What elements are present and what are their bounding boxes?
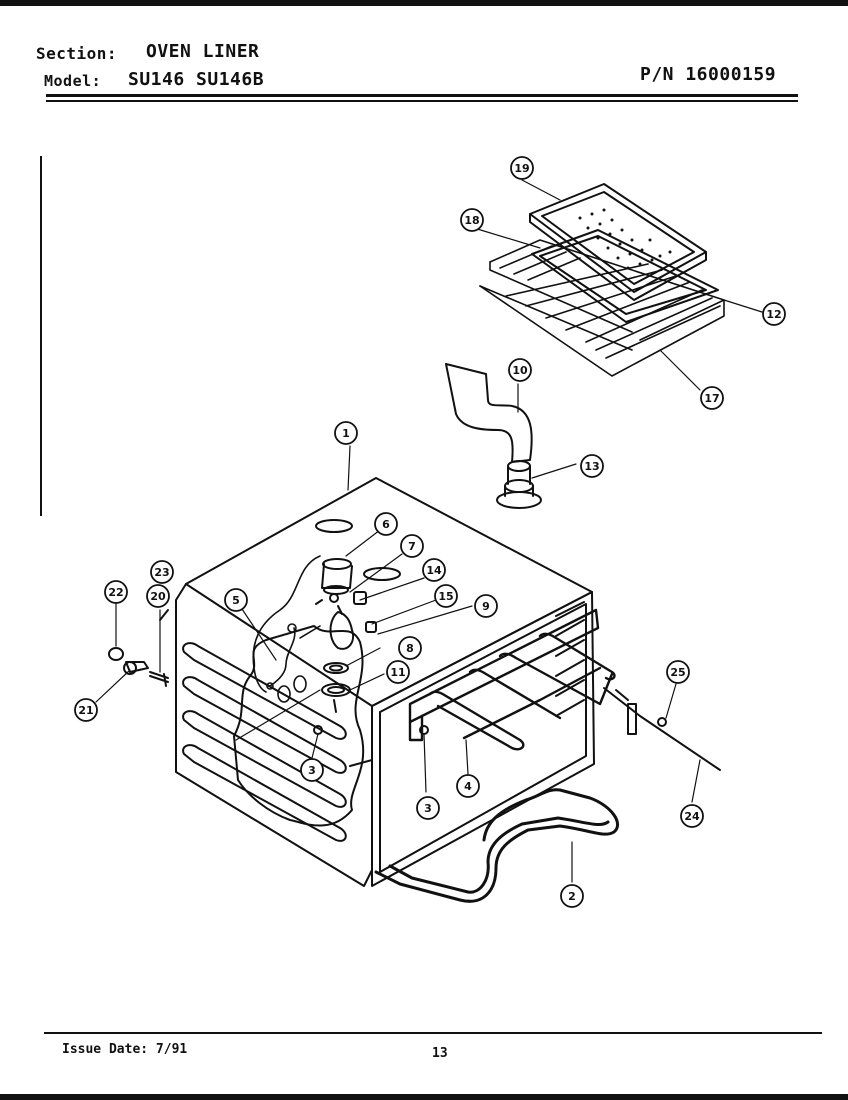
- callout-7: 7: [400, 534, 424, 558]
- callout-10: 10: [508, 358, 532, 382]
- leader-lines: [95, 179, 763, 883]
- callout-20: 20: [146, 584, 170, 608]
- oven-rack-upper: [479, 239, 725, 351]
- callout-6: 6: [374, 512, 398, 536]
- bottom-border: [0, 1094, 848, 1100]
- svg-text:17: 17: [704, 392, 719, 405]
- section-value: OVEN LINER: [146, 41, 260, 62]
- callout-9: 9: [474, 594, 498, 618]
- svg-text:19: 19: [514, 162, 529, 175]
- part-number: P/N 16000159: [640, 64, 777, 85]
- section-label: Section:: [36, 44, 118, 63]
- oven-rack-lower: [479, 263, 725, 377]
- callout-12: 12: [762, 302, 786, 326]
- callout-14: 14: [422, 558, 446, 582]
- svg-text:8: 8: [406, 642, 414, 655]
- top-border: [0, 0, 848, 6]
- callout-11: 11: [386, 660, 410, 684]
- model-label: Model:: [44, 72, 102, 90]
- light-bulb: [329, 605, 354, 650]
- callout-25: 25: [666, 660, 690, 684]
- callout-4: 4: [456, 774, 480, 798]
- svg-text:18: 18: [464, 214, 479, 227]
- svg-text:24: 24: [684, 810, 700, 823]
- header-rule-secondary: [46, 100, 798, 102]
- issue-date: Issue Date: 7/91: [62, 1042, 188, 1057]
- callout-3-center: 3: [300, 758, 324, 782]
- svg-text:13: 13: [584, 460, 599, 473]
- svg-text:6: 6: [382, 518, 390, 531]
- light-receptacle: [315, 558, 353, 605]
- broil-element: [408, 608, 616, 751]
- broiler-pan-holes: [578, 208, 672, 270]
- vent-collar: [496, 460, 542, 509]
- header-rule: [46, 94, 798, 97]
- svg-text:25: 25: [670, 666, 685, 679]
- svg-text:11: 11: [390, 666, 405, 679]
- svg-text:9: 9: [482, 600, 490, 613]
- svg-text:4: 4: [464, 780, 472, 793]
- svg-text:20: 20: [150, 590, 166, 603]
- thermostat-sensor: [603, 687, 721, 771]
- svg-text:14: 14: [426, 564, 442, 577]
- left-side-hardware: [108, 647, 169, 687]
- broiler-insert: [531, 229, 719, 323]
- callout-3-front: 3: [416, 796, 440, 820]
- callout-5: 5: [224, 588, 248, 612]
- svg-text:3: 3: [308, 764, 316, 777]
- broiler-pan: [529, 183, 707, 301]
- svg-text:22: 22: [108, 586, 123, 599]
- callout-21: 21: [74, 698, 98, 722]
- page-number: 13: [432, 1046, 448, 1061]
- bake-element: [374, 788, 620, 903]
- callout-2: 2: [560, 884, 584, 908]
- svg-text:10: 10: [512, 364, 528, 377]
- callout-13: 13: [580, 454, 604, 478]
- light-lens-ring: [321, 662, 351, 713]
- footer-rule: [44, 1032, 822, 1034]
- margin-line: [40, 156, 42, 516]
- svg-text:15: 15: [438, 590, 453, 603]
- svg-text:21: 21: [78, 704, 93, 717]
- callout-8: 8: [398, 636, 422, 660]
- callout-22: 22: [104, 580, 128, 604]
- callout-15: 15: [434, 584, 458, 608]
- vent-duct: [445, 363, 533, 463]
- wire-harness: [252, 555, 321, 703]
- callout-24: 24: [680, 804, 704, 828]
- svg-text:3: 3: [424, 802, 432, 815]
- callout-18: 18: [460, 208, 484, 232]
- svg-text:2: 2: [568, 890, 576, 903]
- svg-text:1: 1: [342, 427, 350, 440]
- svg-text:12: 12: [766, 308, 781, 321]
- svg-text:5: 5: [232, 594, 240, 607]
- svg-text:23: 23: [154, 566, 169, 579]
- oven-liner-body: [159, 477, 595, 887]
- svg-text:7: 7: [408, 540, 416, 553]
- callout-23: 23: [150, 560, 174, 584]
- callout-1: 1: [334, 421, 358, 445]
- callout-17: 17: [700, 386, 724, 410]
- callout-19: 19: [510, 156, 534, 180]
- model-value: SU146 SU146B: [128, 69, 265, 90]
